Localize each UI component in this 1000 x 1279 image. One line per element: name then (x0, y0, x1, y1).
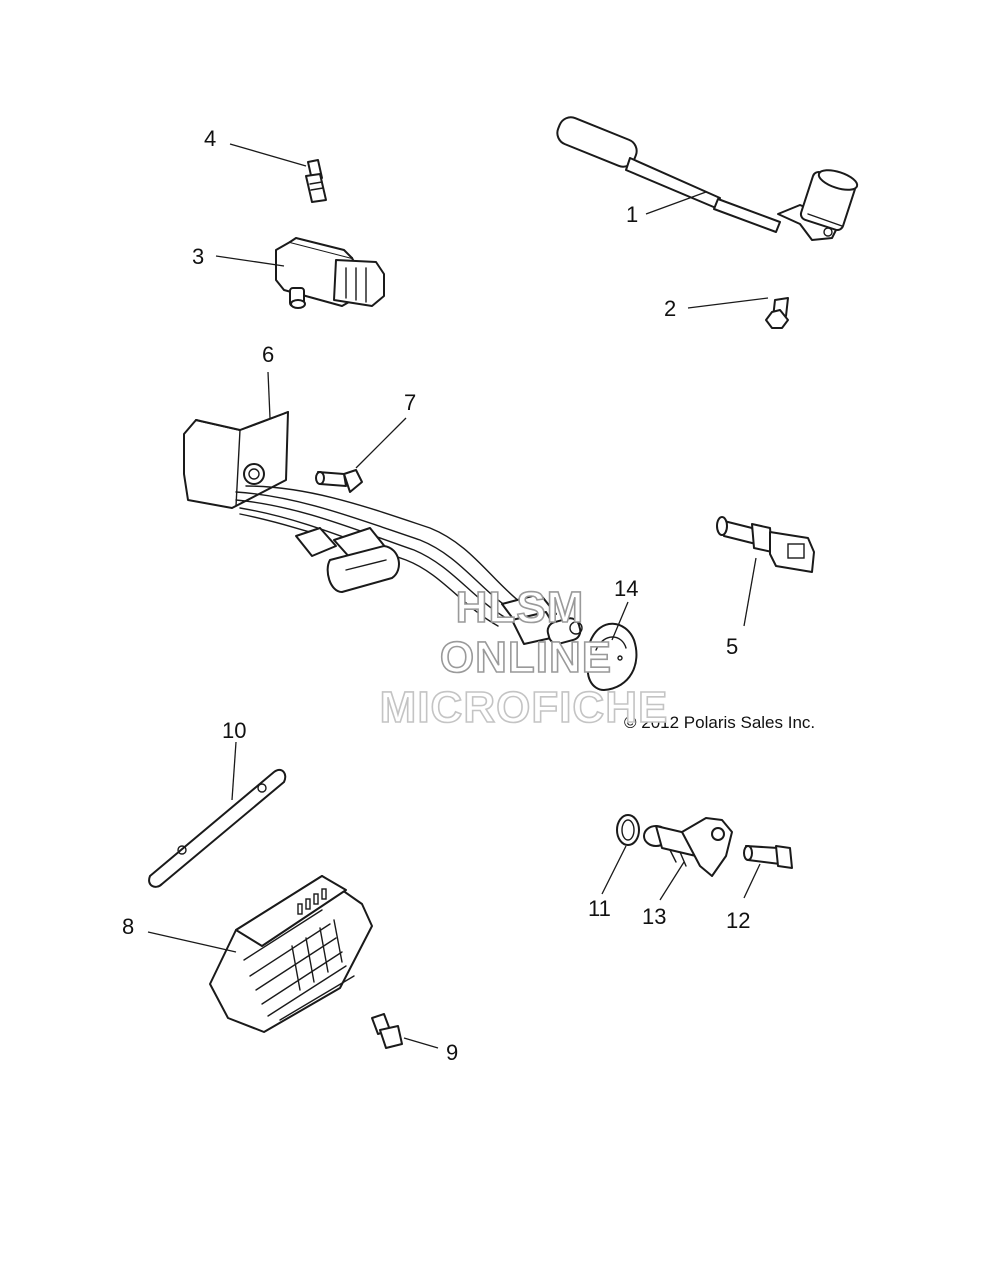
callout-3: 3 (192, 244, 204, 269)
callout-10: 10 (222, 718, 246, 743)
leader-13 (659, 861, 685, 901)
leader-6 (267, 371, 271, 419)
callout-12: 12 (726, 908, 750, 933)
copyright-text: © 2012 Polaris Sales Inc. (624, 713, 815, 732)
leader-9 (403, 1037, 439, 1049)
part-3-map-sensor (275, 237, 385, 309)
watermark-line-1: HLSM (456, 583, 585, 632)
callout-7: 7 (404, 390, 416, 415)
leader-1 (645, 191, 707, 215)
part-5-temp-sensor (716, 516, 815, 573)
leader-14 (611, 601, 629, 641)
leader-7 (355, 417, 407, 469)
part-12-bolt (743, 845, 793, 869)
callout-9: 9 (446, 1040, 458, 1065)
leader-11 (601, 845, 627, 895)
part-2-bolt (765, 297, 789, 329)
callout-13: 13 (642, 904, 666, 929)
watermark: HLSM ONLINE MICROFICHE (379, 582, 669, 733)
part-4-bolt (305, 159, 327, 203)
leader-2 (687, 297, 769, 309)
leader-5 (743, 557, 757, 627)
callout-14: 14 (614, 576, 638, 601)
leader-8 (147, 931, 237, 953)
leader-12 (743, 863, 761, 899)
part-11-o-ring (616, 814, 640, 846)
watermark-line-2: ONLINE (440, 633, 612, 682)
part-6-module-harness (183, 411, 583, 645)
callout-5: 5 (726, 634, 738, 659)
leader-10 (231, 741, 237, 801)
part-14-clamp (586, 622, 638, 691)
callout-2: 2 (664, 296, 676, 321)
leader-4 (229, 143, 307, 167)
watermark-line-3: MICROFICHE (380, 683, 669, 732)
part-9-bolt (371, 1013, 403, 1049)
callout-11: 11 (588, 896, 611, 921)
callout-1: 1 (626, 202, 638, 227)
callout-4: 4 (204, 126, 216, 151)
part-1-speed-sensor (556, 116, 859, 241)
part-13-cam-sensor (643, 817, 733, 877)
callout-8: 8 (122, 914, 134, 939)
part-10-gasket (148, 768, 287, 888)
callout-6: 6 (262, 342, 274, 367)
part-7-bolt (315, 469, 363, 493)
part-8-voltage-regulator (209, 875, 373, 1033)
leader-3 (215, 255, 285, 267)
